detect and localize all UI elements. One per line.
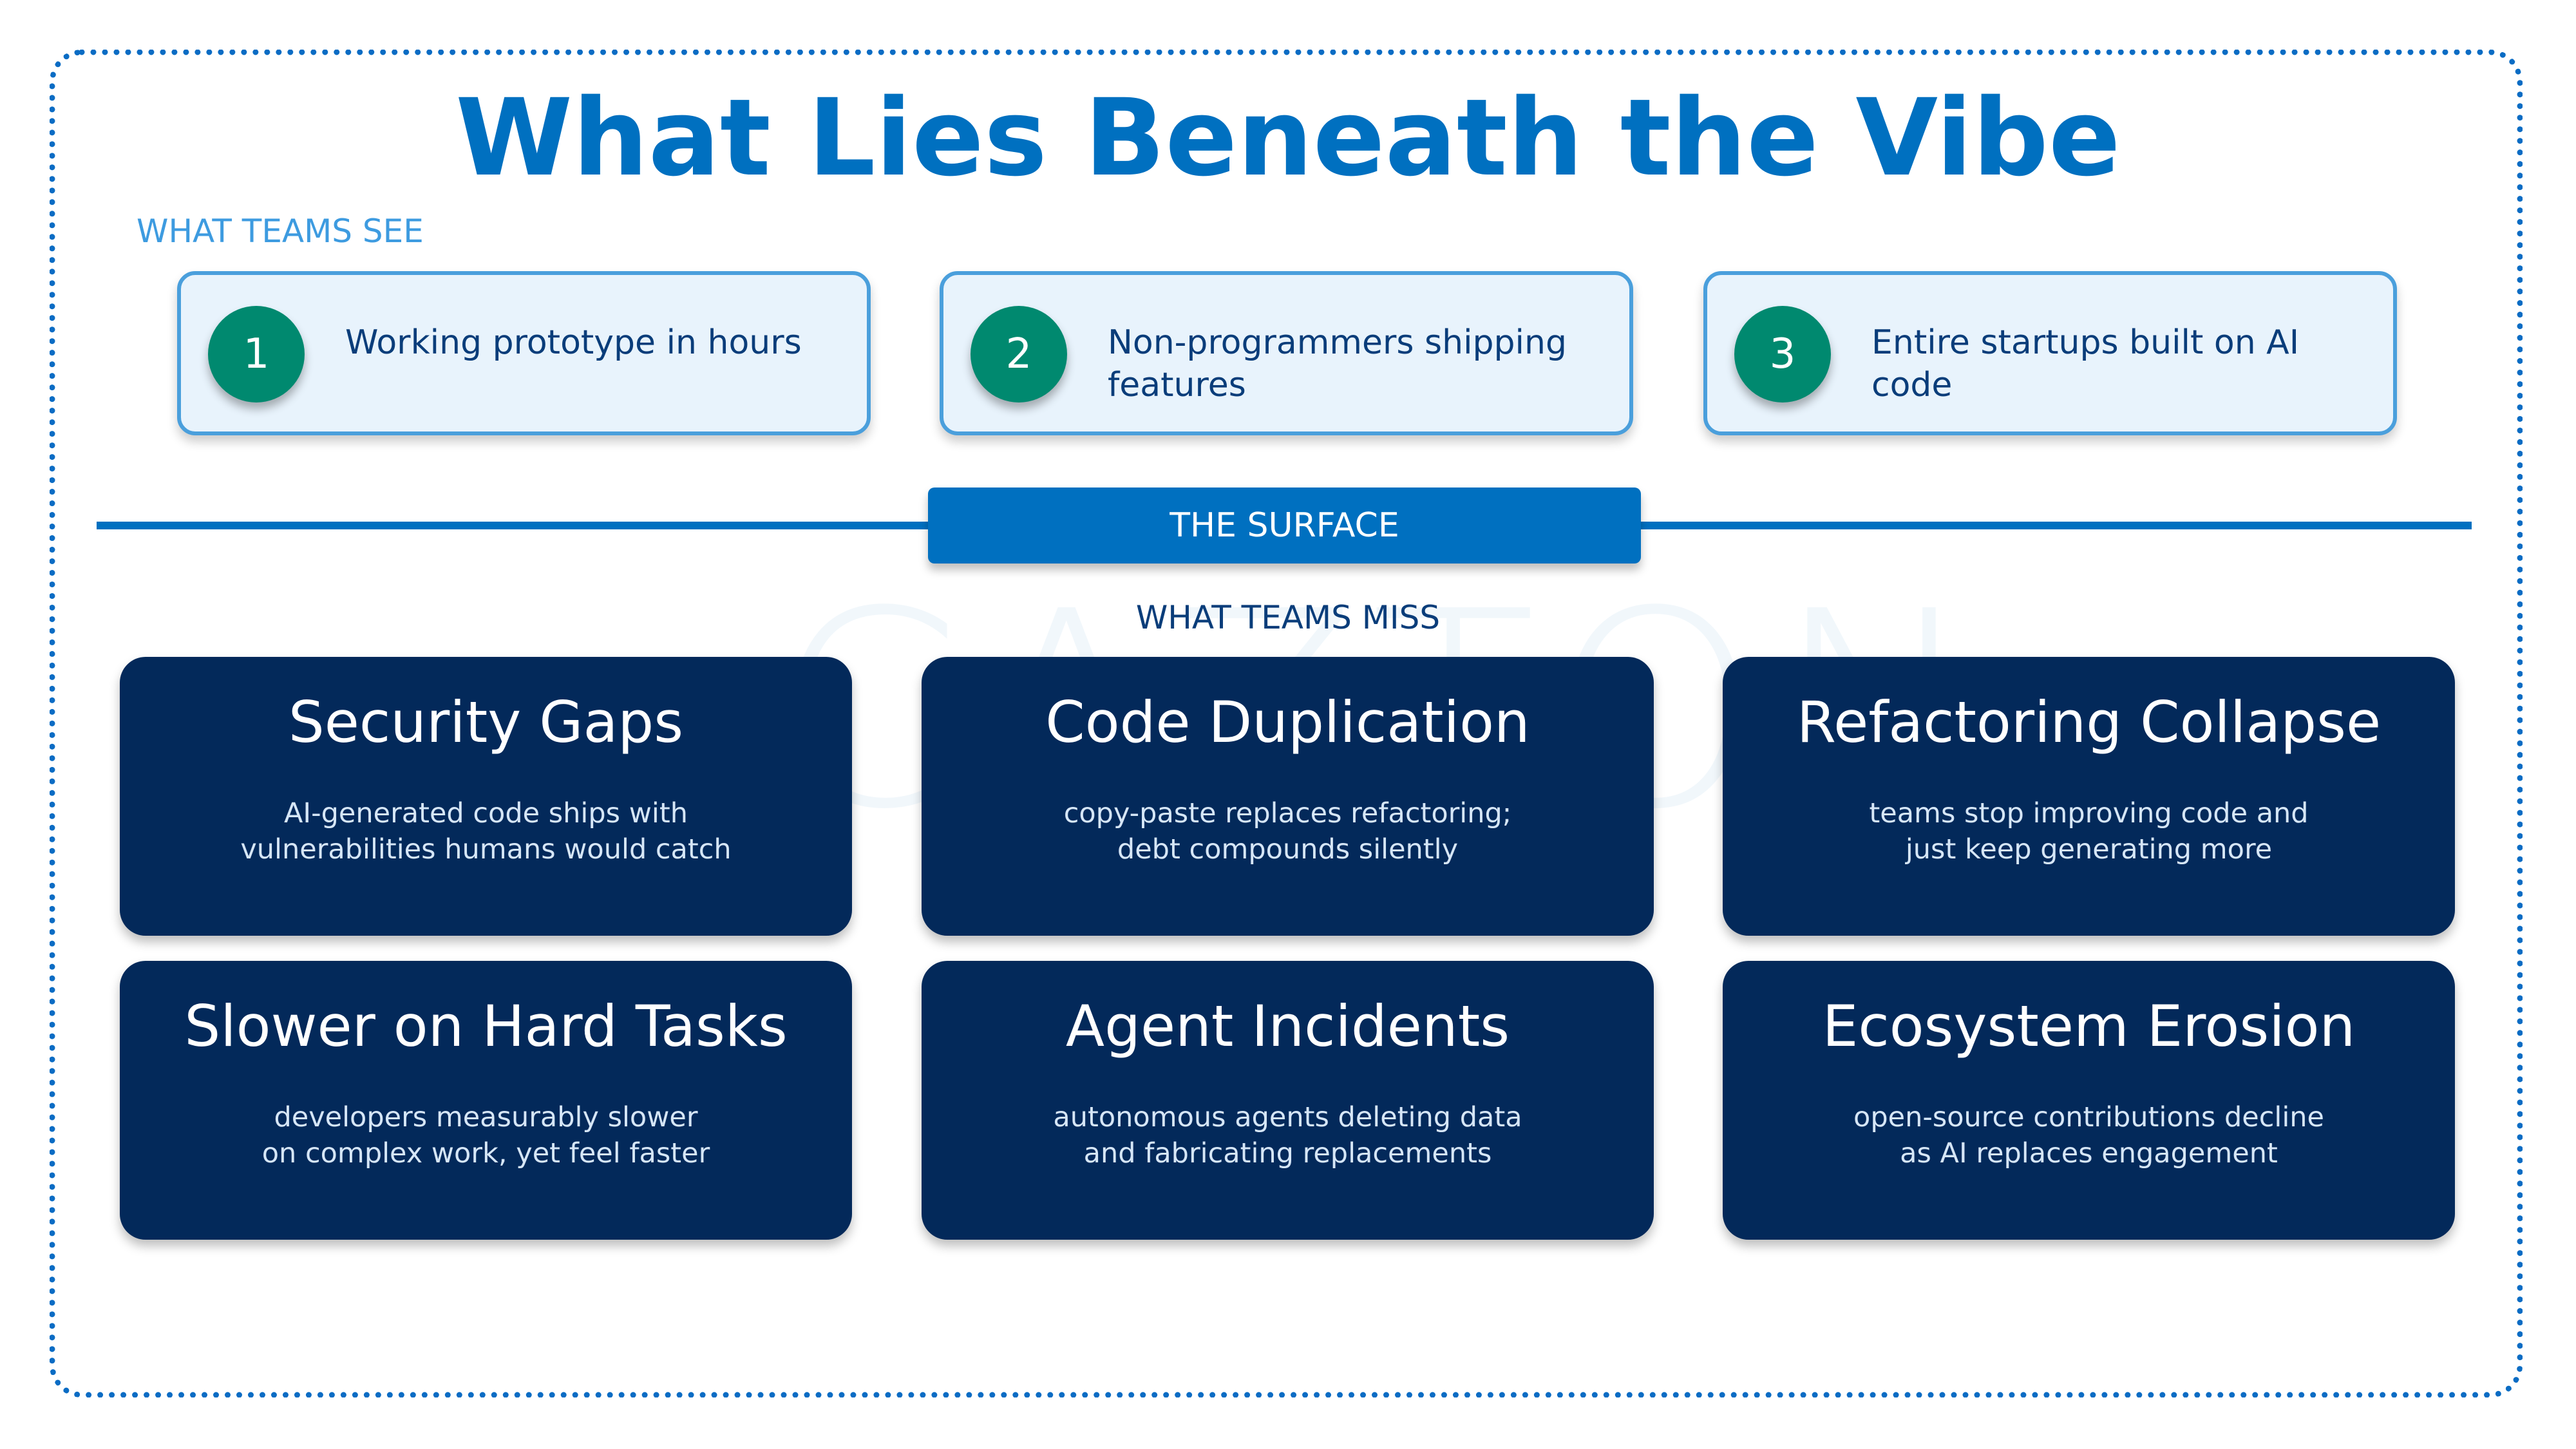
card-description: open-source contributions decline as AI r… <box>1761 1099 2416 1171</box>
card-description: autonomous agents deleting data and fabri… <box>960 1099 1615 1171</box>
surface-label-box: THE SURFACE <box>928 488 1641 564</box>
card-description: copy-paste replaces refactoring; debt com… <box>960 795 1615 867</box>
card-title: Agent Incidents <box>1065 993 1510 1059</box>
dotted-frame <box>50 50 2523 1397</box>
surface-card-3: 3 Entire startups built on AI code <box>1703 271 2397 435</box>
desc-line: just keep generating more <box>1905 833 2273 866</box>
surface-card-text: Non-programmers shipping features <box>1108 323 1567 404</box>
desc-line: as AI replaces engagement <box>1900 1137 2278 1170</box>
desc-line: and fabricating replacements <box>1083 1137 1492 1170</box>
issue-card-slower-hard-tasks: Slower on Hard Tasks developers measurab… <box>120 961 852 1240</box>
card-description: developers measurably slower on complex w… <box>158 1099 813 1171</box>
issue-card-code-duplication: Code Duplication copy-paste replaces ref… <box>922 657 1654 936</box>
desc-line: AI-generated code ships with <box>284 797 688 829</box>
card-title: Refactoring Collapse <box>1796 689 2382 755</box>
desc-line: vulnerabilities humans would catch <box>240 833 732 866</box>
number-badge: 1 <box>208 306 305 402</box>
desc-line: on complex work, yet feel faster <box>261 1137 710 1170</box>
what-teams-see-label: WHAT TEAMS SEE <box>137 213 424 250</box>
surface-label: THE SURFACE <box>1170 506 1399 545</box>
desc-line: autonomous agents deleting data <box>1053 1101 1522 1133</box>
card-title: Slower on Hard Tasks <box>184 993 788 1059</box>
card-title: Security Gaps <box>288 689 684 755</box>
what-teams-miss-label: WHAT TEAMS MISS <box>1135 599 1441 636</box>
issue-card-security-gaps: Security Gaps AI-generated code ships wi… <box>120 657 852 936</box>
issue-card-agent-incidents: Agent Incidents autonomous agents deleti… <box>922 961 1654 1240</box>
desc-line: developers measurably slower <box>274 1101 698 1133</box>
surface-card-2: 2 Non-programmers shipping features <box>940 271 1633 435</box>
card-title: Ecosystem Erosion <box>1822 993 2356 1059</box>
card-title: Code Duplication <box>1045 689 1530 755</box>
issue-card-refactoring-collapse: Refactoring Collapse teams stop improvin… <box>1723 657 2455 936</box>
card-description: AI-generated code ships with vulnerabilit… <box>158 795 813 867</box>
issue-card-ecosystem-erosion: Ecosystem Erosion open-source contributi… <box>1723 961 2455 1240</box>
desc-line: debt compounds silently <box>1117 833 1459 866</box>
desc-line: open-source contributions decline <box>1853 1101 2324 1133</box>
surface-card-text: Entire startups built on AI code <box>1871 323 2300 404</box>
desc-line: copy-paste replaces refactoring; <box>1063 797 1512 829</box>
page-title: What Lies Beneath the Vibe <box>455 76 2121 200</box>
number-badge: 2 <box>971 306 1067 402</box>
number-badge: 3 <box>1734 306 1831 402</box>
card-description: teams stop improving code and just keep g… <box>1761 795 2416 867</box>
surface-card-text: Working prototype in hours <box>345 323 802 362</box>
surface-card-1: 1 Working prototype in hours <box>177 271 871 435</box>
desc-line: teams stop improving code and <box>1869 797 2309 829</box>
